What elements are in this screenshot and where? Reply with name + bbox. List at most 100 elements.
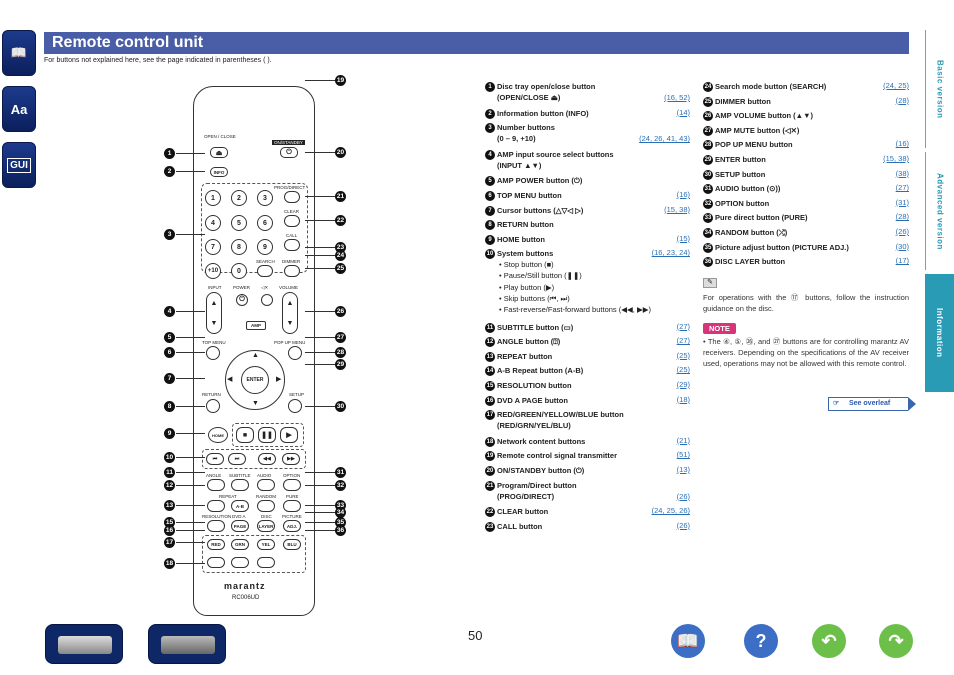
page-reference-link[interactable]: (15)	[676, 233, 690, 243]
page-reference-link[interactable]: (16)	[676, 190, 690, 199]
help-button[interactable]: ?	[744, 624, 778, 658]
page-reference-link[interactable]: (24, 25)	[883, 81, 909, 90]
item-label-secondary: (INPUT ▲▼)	[497, 160, 542, 170]
setup-button	[288, 399, 302, 413]
item-label: CLEAR button	[497, 507, 549, 517]
page-reference-link[interactable]: (16)	[895, 139, 909, 149]
back-arrow-icon: ↶	[821, 630, 837, 651]
item-number-badge: 28	[703, 140, 713, 151]
page-reference-link[interactable]: (21)	[676, 435, 690, 445]
brand-logo: marantz	[224, 581, 266, 591]
item-label-secondary: (OPEN/CLOSE ⏏)	[497, 93, 561, 102]
item-number-badge: 26	[703, 111, 713, 122]
item-label: ON/STANDBY button (⏻)	[497, 465, 585, 475]
page-reference-link[interactable]: (28)	[895, 212, 909, 222]
pause-button: ❚❚	[258, 427, 276, 443]
digit-4-button: 4	[205, 215, 221, 231]
book-icon: 📖	[676, 630, 700, 651]
item-label: Picture adjust button (PICTURE ADJ.)	[715, 242, 849, 252]
item-label: Remote control signal transmitter	[497, 451, 618, 461]
tab-basic-version[interactable]: Basic version	[925, 30, 954, 148]
player-rear-button[interactable]	[148, 624, 226, 664]
item-number-badge: 20	[485, 465, 495, 476]
forward-arrow-icon: ↷	[888, 630, 904, 651]
page-reference-link[interactable]: (26)	[676, 520, 690, 530]
callout-leader-line	[305, 512, 335, 513]
callout-27: 27	[335, 332, 346, 343]
info-button: INFO	[210, 167, 228, 177]
item-number-badge: 13	[485, 351, 495, 362]
page-reference-link[interactable]: (25)	[676, 365, 690, 375]
item-number-badge: 24	[703, 82, 713, 92]
page-reference-link[interactable]: (16, 23, 24)	[651, 248, 690, 258]
see-overleaf-link[interactable]: ☞See overleaf	[828, 397, 916, 411]
callout-3: 3	[164, 229, 175, 240]
page-reference-link[interactable]: (51)	[676, 450, 690, 460]
repeat-label: REPEAT	[219, 494, 237, 499]
callout-leader-line	[305, 196, 335, 197]
callout-16: 16	[164, 525, 175, 536]
gui-tab[interactable]: GUI	[2, 142, 36, 188]
page-reference-link[interactable]: (26)	[895, 227, 909, 236]
tab-information[interactable]: Information	[925, 274, 954, 392]
page-reference-link[interactable]: (17)	[895, 256, 909, 266]
callout-33: 33	[335, 500, 346, 511]
gui-icon: GUI	[7, 157, 31, 173]
contents-nav-button[interactable]: 📖	[671, 624, 705, 658]
page-reference-link[interactable]: (16, 52)	[664, 93, 690, 102]
page-reference-link[interactable]: (13)	[676, 464, 690, 474]
page-reference-link[interactable]: (28)	[895, 95, 909, 105]
page-reference-link[interactable]: (27)	[676, 321, 690, 331]
amp-power-button: ⏻	[236, 294, 248, 306]
item-label: POP UP MENU button	[715, 140, 793, 150]
contents-tab[interactable]: 📖	[2, 30, 36, 76]
open-close-button: ⏏	[210, 147, 228, 158]
callout-leader-line	[305, 220, 335, 221]
page-reference-link[interactable]: (29)	[676, 379, 690, 389]
tab-advanced-version[interactable]: Advanced version	[925, 152, 954, 270]
item-number-badge: 23	[485, 521, 495, 532]
page-reference-link[interactable]: (18)	[676, 394, 690, 404]
page-reference-link[interactable]: (24, 25, 26)	[651, 506, 690, 516]
page-reference-link[interactable]: (15, 38)	[664, 204, 690, 214]
page-reference-link[interactable]: (25)	[676, 350, 690, 360]
back-button[interactable]: ↶	[812, 624, 846, 658]
callout-1: 1	[164, 148, 175, 159]
clear-label: CLEAR	[284, 209, 300, 214]
callout-10: 10	[164, 452, 175, 463]
item-label: Search mode button (SEARCH)	[715, 81, 827, 91]
page-reference-link[interactable]: (15, 38)	[883, 154, 909, 163]
callout-leader-line	[176, 352, 205, 353]
item-label: AMP POWER button (⏻)	[497, 176, 583, 186]
page-reference-link[interactable]: (31)	[895, 197, 909, 207]
description-item-continued: (OPEN/CLOSE ⏏) (16, 52)	[485, 94, 690, 102]
top-menu-button	[206, 346, 220, 360]
callout-18: 18	[164, 558, 175, 569]
page-reference-link[interactable]: (27)	[676, 336, 690, 346]
angle-label: ANGLE	[206, 473, 222, 478]
forward-button[interactable]: ↷	[879, 624, 913, 658]
index-tab[interactable]: Aa	[2, 86, 36, 132]
callout-leader-line	[176, 406, 205, 407]
page-reference-link[interactable]: (27)	[895, 183, 909, 193]
angle-button	[207, 479, 225, 491]
item-label: DVD A PAGE button	[497, 395, 568, 405]
callout-13: 13	[164, 500, 175, 511]
page-reference-link[interactable]: (38)	[895, 168, 909, 178]
callout-leader-line	[176, 153, 205, 154]
page-reference-link[interactable]: (30)	[895, 241, 909, 251]
item-number-badge: 4	[485, 149, 495, 160]
pencil-icon: ✎	[703, 278, 717, 288]
index-icon: Aa	[10, 101, 28, 117]
callout-4: 4	[164, 306, 175, 317]
item-label: AMP MUTE button (◁✕)	[715, 125, 800, 135]
page-reference-link[interactable]: (24, 26, 41, 43)	[639, 134, 690, 144]
item-label: A-B Repeat button (A-B)	[497, 366, 584, 376]
player-front-button[interactable]	[45, 624, 123, 664]
page-reference-link[interactable]: (14)	[676, 107, 690, 117]
page-reference-link[interactable]: (26)	[676, 491, 690, 501]
